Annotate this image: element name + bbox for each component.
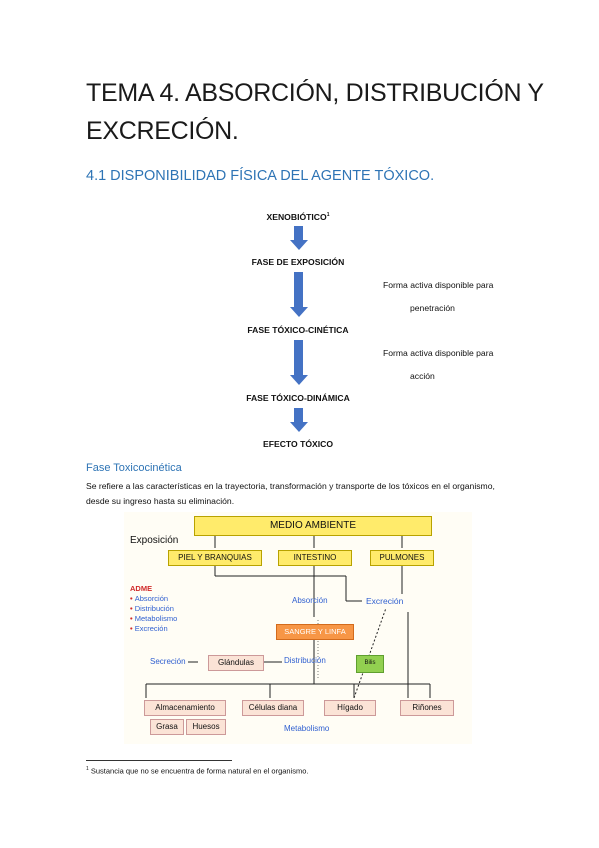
adme-legend-title: ADME xyxy=(130,584,153,593)
celulas-diana-box: Células diana xyxy=(242,700,304,716)
footnote-number: 1 xyxy=(86,766,89,772)
flow-xenobiotico-footnote-ref: 1 xyxy=(326,212,330,219)
adme-legend-item: • Distribución xyxy=(130,604,174,613)
absorcion-label: Absorción xyxy=(292,596,328,605)
adme-legend-item: • Absorción xyxy=(130,594,169,603)
distribucion-label: Distribución xyxy=(284,656,326,665)
note-penetracion-line2: penetración xyxy=(410,303,455,313)
flow-fase-exposicion: FASE DE EXPOSICIÓN xyxy=(251,257,345,267)
diagram-connectors xyxy=(145,534,431,699)
grasa-box: Grasa xyxy=(150,719,184,735)
flow-arrow-1-shaft xyxy=(294,226,303,240)
flow-arrow-1-head xyxy=(290,240,308,250)
page-title: TEMA 4. ABSORCIÓN, DISTRIBUCIÓN Y EXCREC… xyxy=(86,79,544,145)
section-heading: 4.1 DISPONIBILIDAD FÍSICA DEL AGENTE TÓX… xyxy=(86,168,435,184)
flow-arrow-4-head xyxy=(290,422,308,432)
higado-box: Hígado xyxy=(324,700,376,716)
adme-diagram: MEDIO AMBIENTE Exposición PIEL Y BRANQUI… xyxy=(124,512,472,744)
flow-xenobiotico-label: XENOBIÓTICO xyxy=(266,212,327,222)
metabolismo-label: Metabolismo xyxy=(284,724,330,733)
flow-fase-dinamica: FASE TÓXICO-DINÁMICA xyxy=(246,393,350,403)
almacenamiento-box: Almacenamiento xyxy=(144,700,226,716)
adme-legend-item-text: Absorción xyxy=(134,594,169,603)
huesos-box: Huesos xyxy=(186,719,226,735)
footnote-separator xyxy=(86,760,232,761)
rinones-box: Riñones xyxy=(400,700,454,716)
note-accion-line2: acción xyxy=(410,371,435,381)
intestino-box: INTESTINO xyxy=(278,550,352,566)
adme-legend-item-text: Metabolismo xyxy=(134,614,178,623)
adme-legend-item-text: Excreción xyxy=(134,624,168,633)
pulmones-box: PULMONES xyxy=(370,550,434,566)
adme-legend-item: • Excreción xyxy=(130,624,168,633)
paragraph-toxicocinetica: Se refiere a las características en la t… xyxy=(86,481,495,506)
note-penetracion-line1: Forma activa disponible para xyxy=(383,280,494,290)
flow-xenobiotico: XENOBIÓTICO1 xyxy=(198,212,398,222)
flow-arrow-2-shaft xyxy=(294,272,303,307)
flow-arrow-4-shaft xyxy=(294,408,303,422)
footnote-text: Sustancia que no se encuentra de forma n… xyxy=(90,766,309,776)
note-accion-line1: Forma activa disponible para xyxy=(383,348,494,358)
adme-legend-item-text: Distribución xyxy=(134,604,174,613)
footnote: 1 Sustancia que no se encuentra de forma… xyxy=(86,766,309,776)
piel-box: PIEL Y BRANQUIAS xyxy=(168,550,262,566)
excrecion-label: Excreción xyxy=(366,596,404,606)
subheading-toxicocinetica: Fase Toxicocinética xyxy=(86,462,182,474)
flow-arrow-3-head xyxy=(290,375,308,385)
flow-arrow-2-head xyxy=(290,307,308,317)
medio-ambiente-box: MEDIO AMBIENTE xyxy=(194,516,432,536)
glandulas-box: Glándulas xyxy=(208,655,264,671)
flow-fase-cinetica: FASE TÓXICO-CINÉTICA xyxy=(247,325,349,335)
adme-legend: ADME • Absorción • Distribución • Metabo… xyxy=(130,584,177,634)
adme-legend-item: • Metabolismo xyxy=(130,614,178,623)
sangre-linfa-box: SANGRE Y LINFA xyxy=(276,624,354,640)
bilis-box: Bilis xyxy=(356,655,384,673)
exposicion-label: Exposición xyxy=(130,535,179,546)
flow-efecto-toxico: EFECTO TÓXICO xyxy=(262,439,334,449)
secrecion-label: Secreción xyxy=(150,657,186,666)
flow-arrow-3-shaft xyxy=(294,340,303,375)
